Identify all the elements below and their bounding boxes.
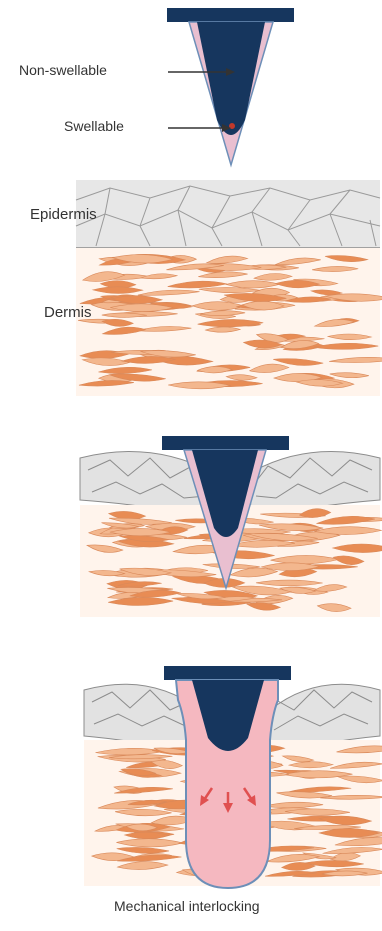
needle-cap xyxy=(162,436,289,450)
swelling-stage xyxy=(84,666,382,888)
needle-structure xyxy=(167,8,294,165)
insertion-stage xyxy=(80,436,382,617)
epidermis-label: Epidermis xyxy=(30,206,97,223)
skin-layers xyxy=(76,180,382,396)
non-swellable-label: Non-swellable xyxy=(19,62,107,78)
needle-cap xyxy=(164,666,291,680)
mechanical-interlocking-label: Mechanical interlocking xyxy=(114,898,260,914)
swellable-label: Swellable xyxy=(64,118,124,134)
needle-cap xyxy=(167,8,294,22)
dermis-label: Dermis xyxy=(44,304,92,321)
epidermis-layer xyxy=(76,180,380,248)
